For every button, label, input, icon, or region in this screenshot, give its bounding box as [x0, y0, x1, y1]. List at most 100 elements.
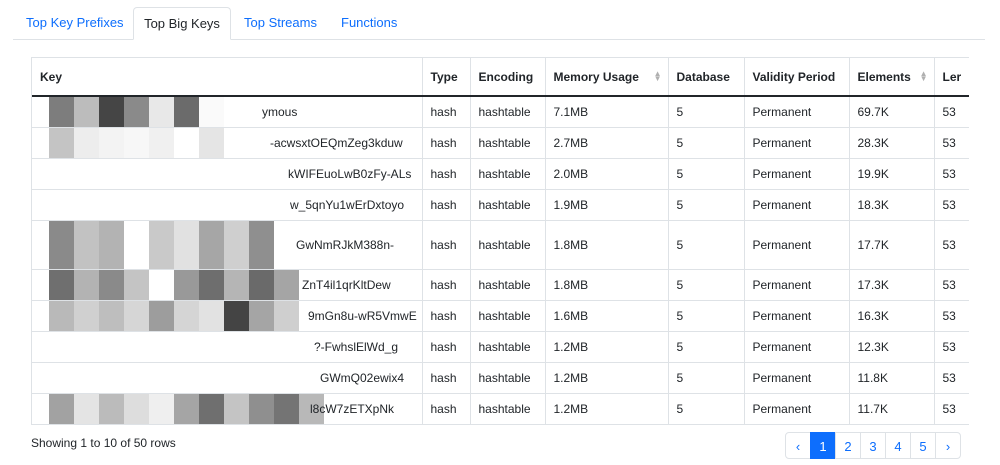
key-text: GwNmRJkM388n- — [296, 237, 395, 252]
encoding-cell: hashtable — [470, 331, 546, 363]
table-header-row: Key Type Encoding Memory Usage ▲▼ Databa… — [32, 58, 969, 97]
type-cell: hash — [422, 189, 471, 221]
key-text: 9mGn8u-wR5VmwE — [308, 308, 417, 323]
encoding-cell: hashtable — [470, 220, 546, 270]
pagination-page-4[interactable]: 4 — [885, 432, 911, 459]
encoding-cell: hashtable — [470, 300, 546, 332]
validity-period-cell: Permanent — [744, 127, 850, 159]
tab-top-key-prefixes[interactable]: Top Key Prefixes — [26, 15, 124, 30]
key-cell: w_5qnYu1wErDxtoyo — [32, 189, 423, 221]
database-cell: 5 — [668, 269, 745, 301]
key-cell: -acwsxtOEQmZeg3kduw — [32, 127, 423, 159]
validity-period-cell: Permanent — [744, 300, 850, 332]
type-cell: hash — [422, 393, 471, 425]
pagination-page-2[interactable]: 2 — [835, 432, 861, 459]
database-cell: 5 — [668, 393, 745, 425]
key-cell: ?-FwhslElWd_g — [32, 331, 423, 363]
type-cell: hash — [422, 158, 471, 190]
memory-usage-cell: 1.8MB — [545, 269, 669, 301]
key-text: GWmQ02ewix4 — [320, 370, 405, 385]
database-cell: 5 — [668, 158, 745, 190]
key-cell: GwNmRJkM388n- — [32, 220, 423, 270]
elements-cell: 12.3K — [849, 331, 935, 363]
redacted-key-mosaic — [49, 127, 249, 157]
length-cell: 53 — [934, 362, 969, 394]
memory-usage-cell: 1.9MB — [545, 189, 669, 221]
elements-cell: 28.3K — [849, 127, 935, 159]
big-keys-table-container[interactable]: Key Type Encoding Memory Usage ▲▼ Databa… — [31, 57, 969, 425]
key-text: ?-FwhslElWd_g — [314, 339, 399, 354]
database-cell: 5 — [668, 189, 745, 221]
elements-cell: 17.3K — [849, 269, 935, 301]
length-cell: 53 — [934, 96, 969, 128]
elements-cell: 16.3K — [849, 300, 935, 332]
type-cell: hash — [422, 269, 471, 301]
encoding-cell: hashtable — [470, 127, 546, 159]
encoding-cell: hashtable — [470, 96, 546, 128]
tab-top-big-keys[interactable]: Top Big Keys — [133, 7, 231, 40]
key-text: w_5qnYu1wErDxtoyo — [290, 197, 405, 212]
encoding-cell: hashtable — [470, 158, 546, 190]
memory-usage-cell: 1.2MB — [545, 393, 669, 425]
key-text: ymous — [262, 104, 298, 119]
redacted-key-mosaic — [49, 97, 249, 126]
validity-period-cell: Permanent — [744, 362, 850, 394]
key-cell: kWIFEuoLwB0zFy-ALs — [32, 158, 423, 190]
encoding-cell: hashtable — [470, 189, 546, 221]
elements-cell: 19.9K — [849, 158, 935, 190]
key-text: l8cW7zETXpNk — [310, 401, 395, 416]
key-cell: ZnT4il1qrKltDew — [32, 269, 423, 301]
validity-period-cell: Permanent — [744, 220, 850, 270]
redacted-key-mosaic — [49, 393, 324, 423]
validity-period-cell: Permanent — [744, 393, 850, 425]
column-header-validity-period[interactable]: Validity Period — [744, 58, 850, 97]
column-header-database[interactable]: Database — [668, 58, 745, 97]
length-cell: 53 — [934, 269, 969, 301]
elements-cell: 17.7K — [849, 220, 935, 270]
database-cell: 5 — [668, 96, 745, 128]
encoding-cell: hashtable — [470, 269, 546, 301]
database-cell: 5 — [668, 127, 745, 159]
key-cell: ymous — [32, 96, 423, 128]
big-keys-table: Key Type Encoding Memory Usage ▲▼ Databa… — [32, 58, 969, 425]
tab-top-streams[interactable]: Top Streams — [244, 15, 317, 30]
database-cell: 5 — [668, 362, 745, 394]
column-header-encoding[interactable]: Encoding — [470, 58, 546, 97]
pagination-next-button[interactable]: › — [935, 432, 961, 459]
pagination-page-1[interactable]: 1 — [810, 432, 836, 459]
column-header-type[interactable]: Type — [422, 58, 471, 97]
key-cell: GWmQ02ewix4 — [32, 362, 423, 394]
column-header-length[interactable]: Ler — [934, 58, 969, 97]
key-cell: l8cW7zETXpNk — [32, 393, 423, 425]
tab-functions[interactable]: Functions — [341, 15, 398, 30]
encoding-cell: hashtable — [470, 393, 546, 425]
type-cell: hash — [422, 96, 471, 128]
redacted-key-mosaic — [49, 220, 274, 268]
pagination: ‹ 1 2 3 4 5 › — [785, 432, 961, 459]
elements-cell: 18.3K — [849, 189, 935, 221]
pagination-summary: Showing 1 to 10 of 50 rows — [31, 436, 176, 450]
pagination-prev-button[interactable]: ‹ — [785, 432, 811, 459]
pagination-page-5[interactable]: 5 — [910, 432, 936, 459]
column-header-elements[interactable]: Elements ▲▼ — [849, 58, 935, 97]
length-cell: 53 — [934, 331, 969, 363]
column-header-key[interactable]: Key — [32, 58, 423, 97]
elements-cell: 69.7K — [849, 96, 935, 128]
column-header-memory-usage[interactable]: Memory Usage ▲▼ — [545, 58, 669, 97]
type-cell: hash — [422, 220, 471, 270]
encoding-cell: hashtable — [470, 362, 546, 394]
memory-usage-cell: 1.2MB — [545, 331, 669, 363]
pagination-page-3[interactable]: 3 — [860, 432, 886, 459]
elements-cell: 11.7K — [849, 393, 935, 425]
validity-period-cell: Permanent — [744, 189, 850, 221]
